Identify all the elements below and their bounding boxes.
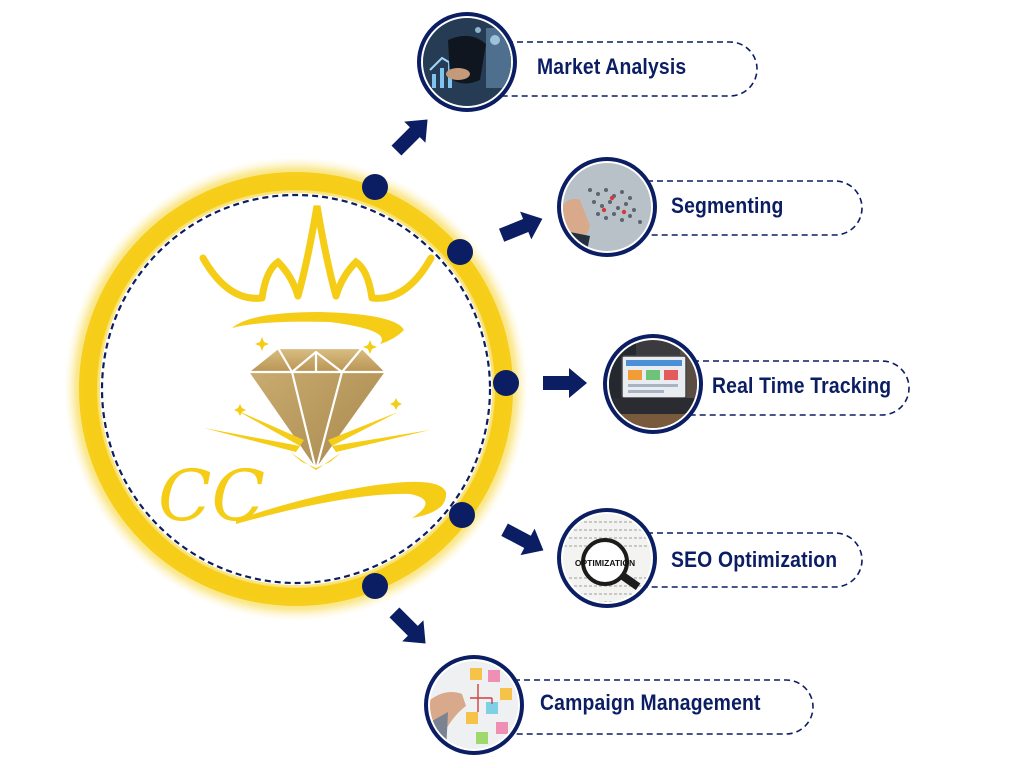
market-analysis-photo xyxy=(417,12,517,112)
arrow-icon xyxy=(391,119,428,156)
connector-dot xyxy=(449,502,475,528)
sparkle-icons xyxy=(234,337,402,416)
halo-swoosh xyxy=(232,312,404,344)
pill-market-analysis xyxy=(467,41,758,97)
logo-monogram: CC xyxy=(158,455,447,537)
pill-campaign-management xyxy=(474,679,814,735)
light-rays xyxy=(204,410,430,470)
campaign-management-photo xyxy=(424,655,524,755)
label-campaign-management: Campaign Management xyxy=(540,690,761,715)
label-pills xyxy=(467,41,910,735)
connector-dots xyxy=(362,174,519,599)
label-segmenting: Segmenting xyxy=(671,193,784,218)
monogram-text: CC xyxy=(158,455,265,537)
arrow-icon xyxy=(498,211,543,242)
pill-real-time-tracking xyxy=(653,360,910,416)
connector-dot xyxy=(362,573,388,599)
diamond-icon xyxy=(246,346,388,472)
segmenting-photo xyxy=(557,157,657,257)
pill-segmenting xyxy=(607,180,863,236)
arrow-icon xyxy=(543,368,587,398)
crown-icon xyxy=(199,205,435,302)
arrow-icon xyxy=(501,523,544,556)
label-real-time-tracking: Real Time Tracking xyxy=(712,373,892,398)
seo-optimization-photo: OPTIMIZATION xyxy=(557,508,657,608)
real-time-tracking-photo xyxy=(603,334,703,434)
connector-dot xyxy=(447,239,473,265)
arrow-icon xyxy=(389,607,426,644)
label-market-analysis: Market Analysis xyxy=(537,54,687,79)
label-seo-optimization: SEO Optimization xyxy=(671,547,838,572)
connector-dot xyxy=(493,370,519,396)
magnifier-text: OPTIMIZATION xyxy=(575,558,635,568)
pill-seo-optimization xyxy=(607,532,863,588)
arrows xyxy=(389,119,587,644)
connector-dot xyxy=(362,174,388,200)
